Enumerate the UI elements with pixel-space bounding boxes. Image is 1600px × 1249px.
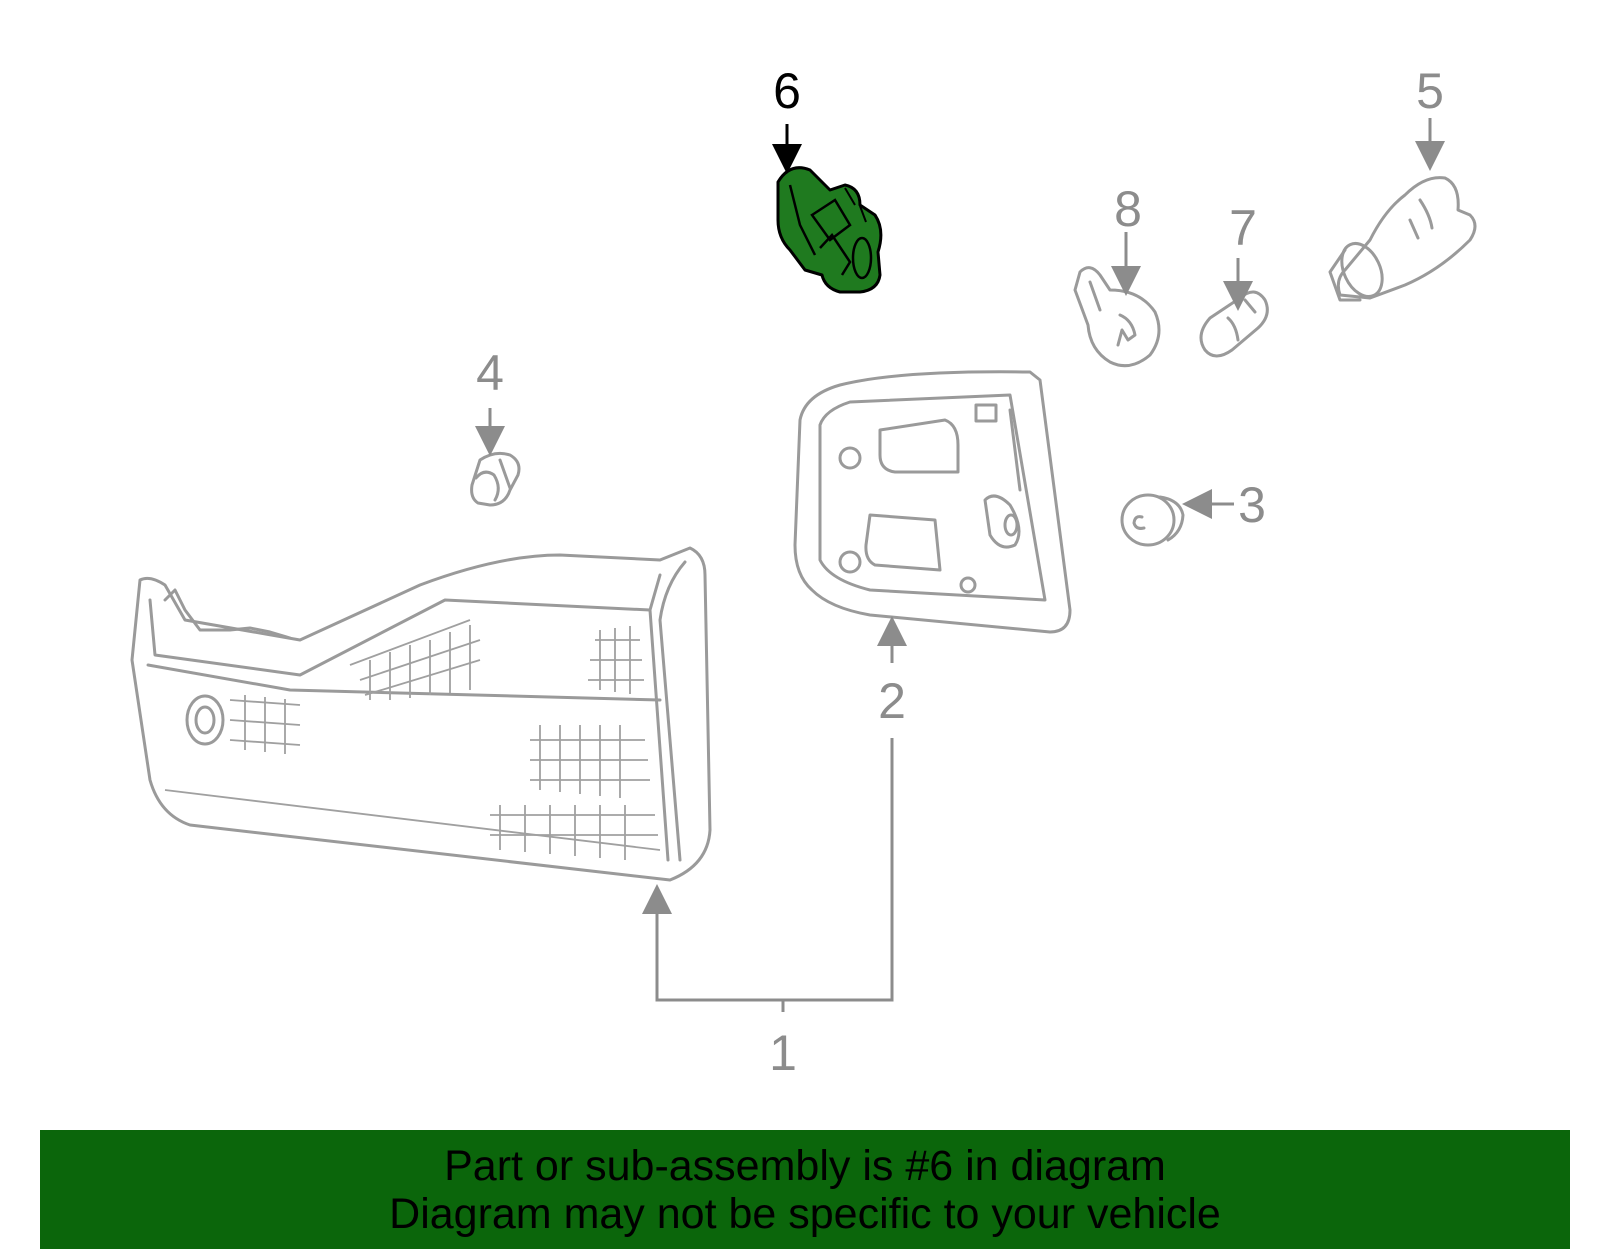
part-5-socket[interactable]	[1328, 176, 1477, 303]
part-8-bulb[interactable]	[1073, 266, 1161, 368]
part-6-body	[776, 166, 883, 294]
callout-3: 3	[1238, 477, 1266, 533]
part-3-clip[interactable]	[1120, 493, 1185, 547]
leader-lines	[475, 118, 1445, 1012]
info-banner: Part or sub-assembly is #6 in diagram Di…	[40, 1130, 1570, 1249]
callout-5: 5	[1416, 63, 1444, 119]
callout-2: 2	[878, 673, 906, 729]
part-2-socket-plate[interactable]	[793, 370, 1072, 634]
banner-line-2: Diagram may not be specific to your vehi…	[389, 1189, 1221, 1238]
callout-7: 7	[1229, 200, 1257, 256]
callout-4: 4	[476, 345, 504, 401]
callout-6: 6	[773, 63, 801, 119]
callout-1: 1	[769, 1025, 797, 1081]
callout-8: 8	[1114, 181, 1142, 237]
part-7-bulb[interactable]	[1199, 290, 1269, 358]
part-4-push-clip[interactable]	[470, 451, 521, 507]
parts-diagram: 1 2 3 4 5 6 7 8	[130, 63, 1477, 1081]
banner-line-1: Part or sub-assembly is #6 in diagram	[444, 1141, 1166, 1190]
part-1-tail-lamp[interactable]	[130, 546, 712, 882]
part-6-socket-highlighted[interactable]	[776, 166, 883, 294]
